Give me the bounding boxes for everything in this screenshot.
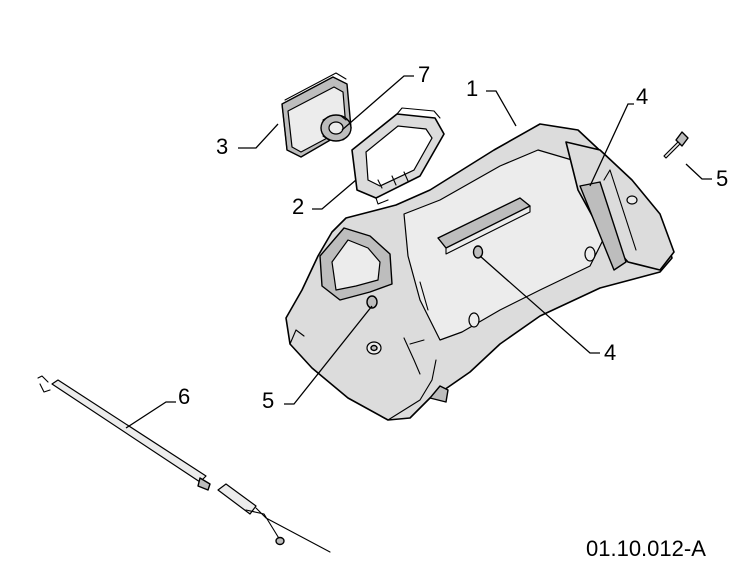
callout-3: 3 — [216, 134, 228, 159]
leader-7 — [341, 75, 414, 131]
leader-5-right — [685, 163, 712, 180]
bolt-right-part — [663, 131, 689, 159]
reference-code: 01.10.012-A — [586, 536, 706, 561]
plug-stud-center — [472, 245, 484, 259]
screw-center-left — [366, 295, 378, 309]
bulb-socket-part — [320, 114, 352, 142]
callout-4-bottom: 4 — [604, 340, 616, 365]
leader-4-bottom — [479, 255, 600, 354]
lamp-bracket-part — [351, 107, 445, 205]
leader-2 — [312, 179, 357, 210]
callout-5-left: 5 — [262, 388, 274, 413]
leader-1 — [486, 90, 517, 127]
cable-rod-part — [37, 375, 331, 553]
leader-6 — [125, 401, 176, 429]
leader-4-top — [589, 103, 634, 187]
leader-lines — [125, 75, 712, 429]
callout-2: 2 — [292, 194, 304, 219]
callout-1: 1 — [466, 76, 478, 101]
leader-3 — [238, 123, 279, 149]
callout-4-top: 4 — [636, 84, 648, 109]
callout-6: 6 — [178, 384, 190, 409]
callout-7: 7 — [418, 62, 430, 87]
callout-5-right: 5 — [716, 166, 728, 191]
hood-housing-part — [285, 123, 675, 421]
leader-5-left — [284, 305, 373, 405]
